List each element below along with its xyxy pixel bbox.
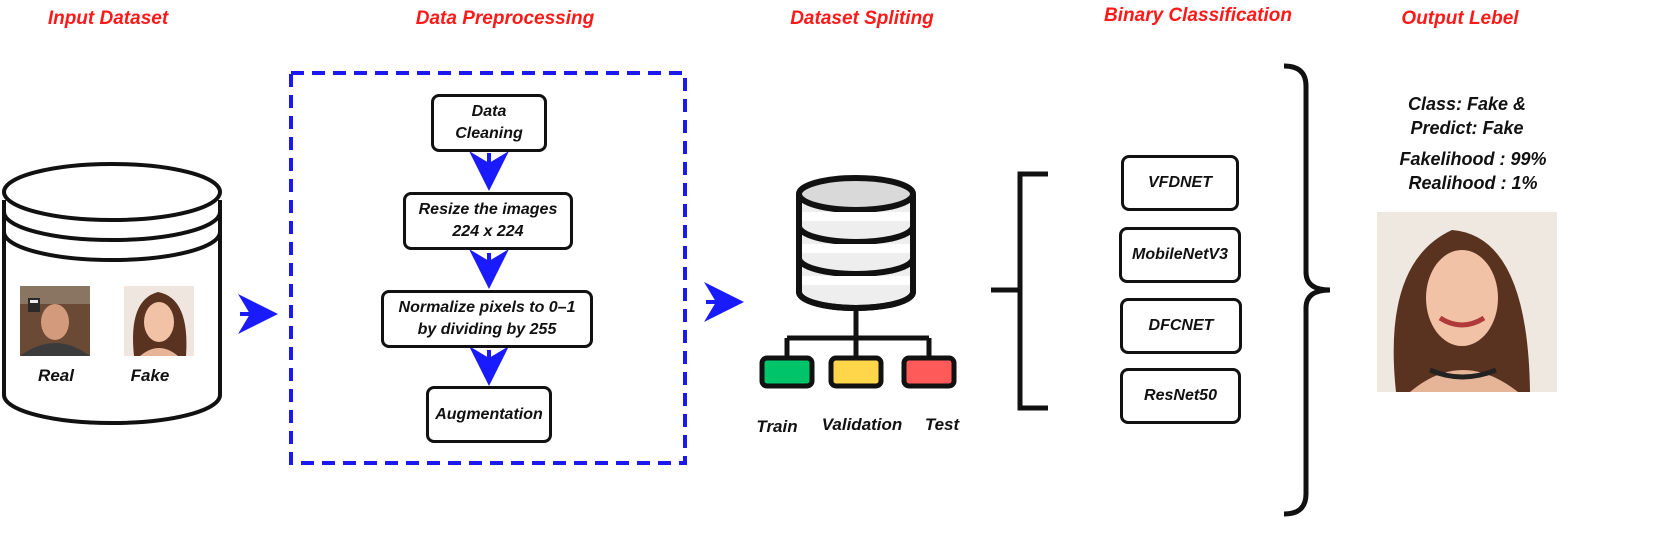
fake-label: Fake bbox=[130, 366, 170, 385]
validation-split-block bbox=[828, 355, 884, 389]
output-curly-brace bbox=[1283, 63, 1331, 517]
header-data-preprocessing: Data Preprocessing bbox=[415, 8, 595, 29]
real-label: Real bbox=[38, 366, 74, 385]
header-dataset-splitting: Dataset Spliting bbox=[790, 8, 934, 29]
real-face-image bbox=[20, 286, 90, 356]
split-database-icon bbox=[796, 175, 916, 311]
classifier-left-bracket bbox=[991, 171, 1048, 411]
model-mobilenetv3: MobileNetV3 bbox=[1119, 227, 1241, 283]
model-dfcnet: DFCNET bbox=[1120, 298, 1242, 354]
header-input-dataset: Input Dataset bbox=[47, 8, 169, 29]
header-binary-classification: Binary Classification bbox=[1104, 5, 1292, 26]
test-label: Test bbox=[924, 415, 960, 434]
output-likelihoods: Fakelihood : 99%Realihood : 1% bbox=[1399, 149, 1547, 193]
train-label: Train bbox=[756, 417, 798, 436]
train-split-block bbox=[759, 355, 815, 389]
model-resnet50: ResNet50 bbox=[1120, 368, 1241, 424]
preprocessing-frame bbox=[289, 71, 687, 465]
test-split-block bbox=[901, 355, 957, 389]
step-augmentation: Augmentation bbox=[426, 386, 552, 443]
model-vfdnet: VFDNET bbox=[1121, 155, 1239, 211]
split-connectors bbox=[784, 310, 932, 358]
fake-face-image bbox=[124, 286, 194, 356]
output-face-image bbox=[1377, 212, 1557, 392]
input-database-cylinder bbox=[2, 162, 222, 425]
validation-label: Validation bbox=[821, 415, 903, 434]
header-output-label: Output Lebel bbox=[1401, 8, 1519, 29]
output-class-prediction: Class: Fake &Predict: Fake bbox=[1407, 94, 1527, 138]
